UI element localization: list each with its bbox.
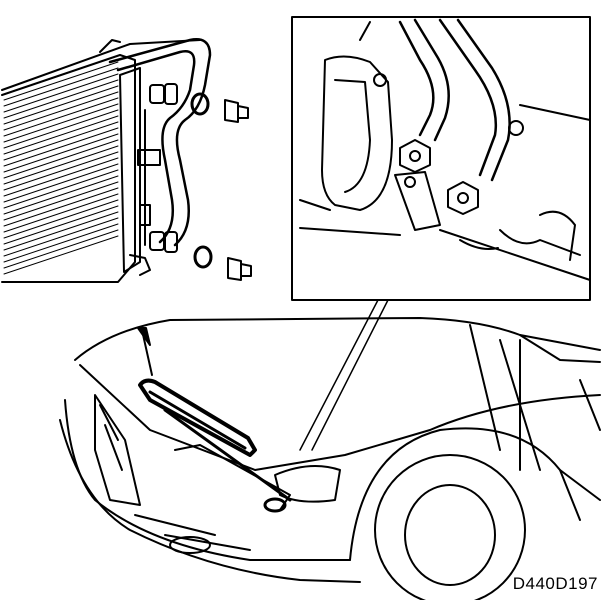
housing-bolt-right <box>509 121 523 135</box>
cooler-pipe-upper <box>110 39 210 245</box>
radiator-fin <box>4 164 118 202</box>
radiator-fin <box>4 62 118 100</box>
radiator-fin <box>4 152 118 190</box>
radiator-fin <box>4 140 118 178</box>
windshield-edge <box>520 335 600 362</box>
grille <box>95 395 140 505</box>
front-bumper <box>65 400 350 560</box>
radiator-fin <box>4 158 118 196</box>
closeup-panel <box>292 17 590 300</box>
radiator-fin <box>4 92 118 130</box>
upper-fitting-assembly <box>150 84 248 122</box>
radiator-top-rail <box>2 40 200 90</box>
radiator-fins <box>4 62 118 274</box>
upper-bolt-icon <box>225 100 248 122</box>
radiator-fin <box>4 206 118 244</box>
diagram-reference-code: D440D197 <box>512 574 598 593</box>
radiator-fin <box>4 218 118 256</box>
radiator-fin <box>4 200 118 238</box>
closeup-frame <box>292 17 590 300</box>
radiator-fin <box>4 170 118 208</box>
radiator-fin <box>4 188 118 226</box>
radiator-fin <box>4 224 118 262</box>
oil-cooler-location <box>140 381 255 455</box>
vehicle-overview <box>60 300 600 600</box>
housing-block <box>322 56 392 210</box>
radiator-fin <box>4 122 118 160</box>
radiator-fin <box>4 74 118 112</box>
radiator-fin <box>4 68 118 106</box>
closeup-pipe-left <box>400 22 433 135</box>
radiator-fin <box>4 104 118 142</box>
leader-line <box>300 300 388 450</box>
radiator-fin <box>4 182 118 220</box>
lower-o-ring <box>195 247 211 267</box>
hood-outline <box>75 318 600 360</box>
housing-bolt-top <box>374 74 386 86</box>
radiator-fin <box>4 236 118 274</box>
radiator-fin <box>4 128 118 166</box>
fog-lamp <box>170 537 210 553</box>
wheel-arch <box>350 428 580 560</box>
radiator-fin <box>4 86 118 124</box>
radiator-fin <box>4 176 118 214</box>
closeup-pipe-right <box>440 20 496 175</box>
cooler-pipe-upper-inner <box>118 51 194 242</box>
lower-bolt-icon <box>228 258 251 280</box>
radiator-fin <box>4 146 118 184</box>
radiator-fin <box>4 110 118 148</box>
upper-o-ring <box>192 94 208 114</box>
front-rim <box>405 485 495 585</box>
radiator-detail-panel <box>2 39 251 282</box>
pipe-nut-left <box>400 140 430 172</box>
lower-fitting-assembly <box>150 232 251 280</box>
radiator-fin <box>4 134 118 172</box>
front-tyre <box>375 455 525 600</box>
radiator-fin <box>4 98 118 136</box>
mounting-bracket <box>138 110 160 245</box>
radiator-side-tank <box>120 68 140 272</box>
radiator-fin <box>4 230 118 268</box>
radiator-fin <box>4 194 118 232</box>
radiator-fin <box>4 116 118 154</box>
closeup-bracket <box>395 172 440 230</box>
radiator-fin <box>4 212 118 250</box>
radiator-core-outline <box>2 55 135 282</box>
oil-cooler-fitting <box>265 499 285 511</box>
pipe-nut-right <box>448 182 478 214</box>
radiator-fin <box>4 80 118 118</box>
